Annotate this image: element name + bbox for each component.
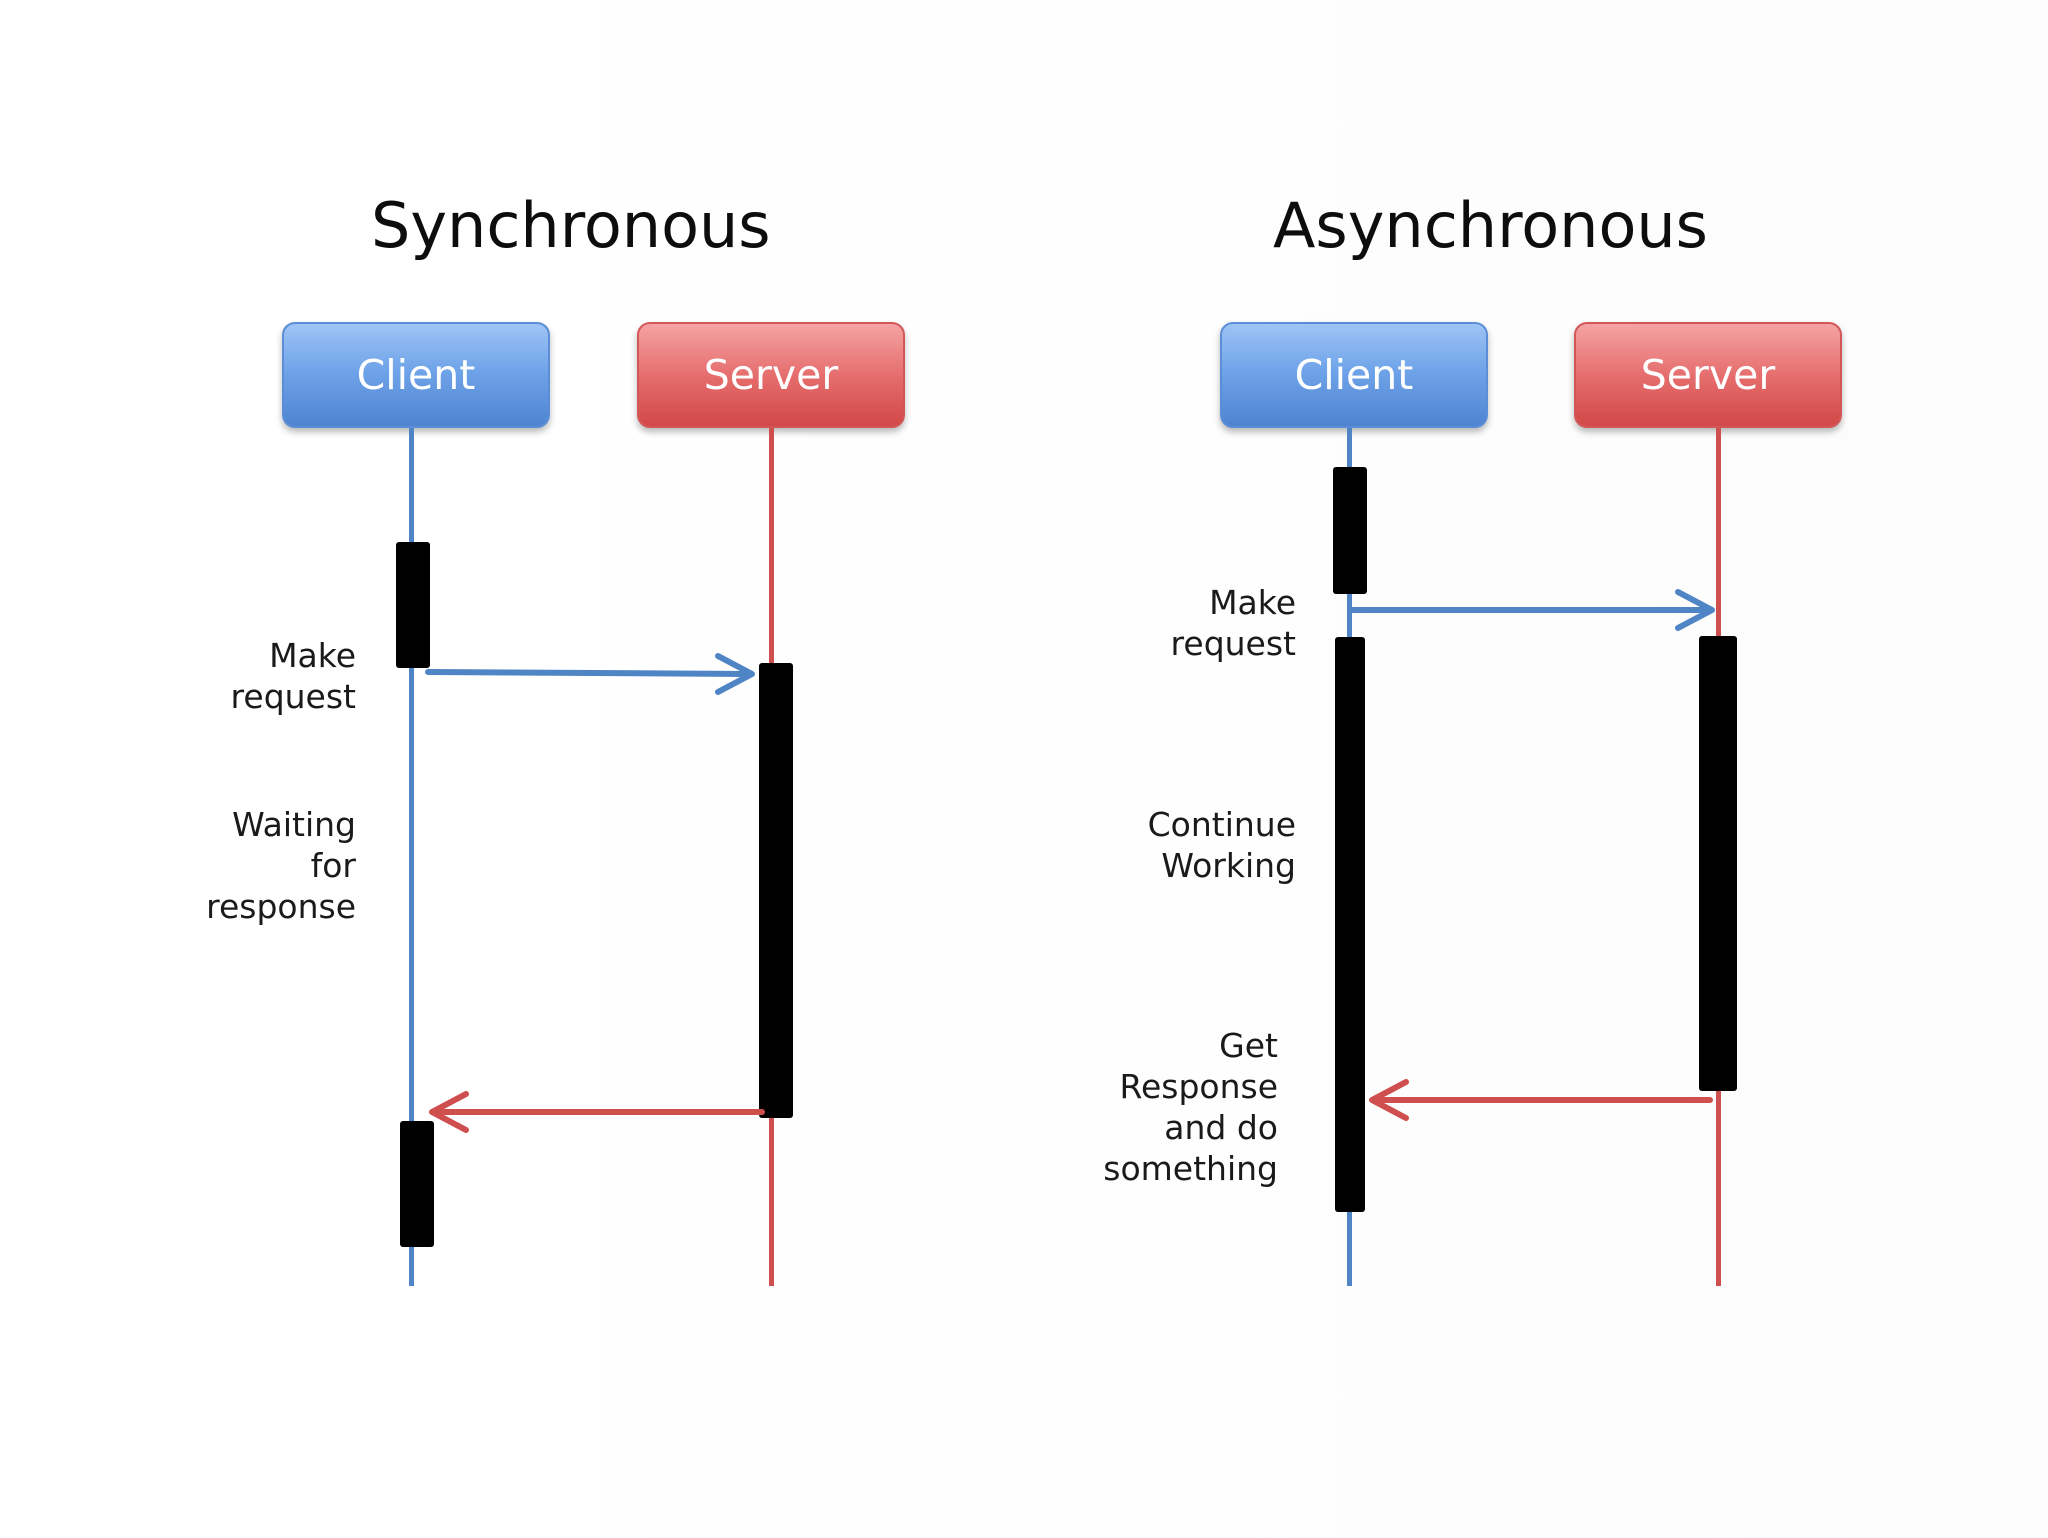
sync-response-arrow xyxy=(429,1091,765,1133)
sync-request-arrow xyxy=(425,653,755,695)
asynchronous-title: Asynchronous xyxy=(1273,189,1708,262)
sync-client-activation-request xyxy=(396,542,430,668)
sync-client-activation-response xyxy=(400,1121,434,1247)
async-make-request-label: Make request xyxy=(1170,583,1296,663)
async-continue-working-label: Continue Working xyxy=(1147,805,1296,885)
async-get-response-label: Get Response and do something xyxy=(1103,1026,1278,1188)
sync-client-lifeline xyxy=(409,428,414,1286)
sync-client-box: Client xyxy=(282,322,550,428)
async-server-activation xyxy=(1699,636,1737,1091)
async-client-activation-request xyxy=(1333,467,1367,594)
async-client-box: Client xyxy=(1220,322,1488,428)
synchronous-title: Synchronous xyxy=(371,189,771,262)
sync-server-box: Server xyxy=(637,322,905,428)
async-response-arrow xyxy=(1369,1079,1713,1121)
async-request-arrow xyxy=(1349,589,1715,631)
sync-server-activation xyxy=(759,663,793,1118)
sync-waiting-label: Waiting for response xyxy=(206,805,356,926)
async-client-activation-working xyxy=(1335,637,1365,1212)
sync-make-request-label: Make request xyxy=(230,636,356,716)
async-server-box: Server xyxy=(1574,322,1842,428)
